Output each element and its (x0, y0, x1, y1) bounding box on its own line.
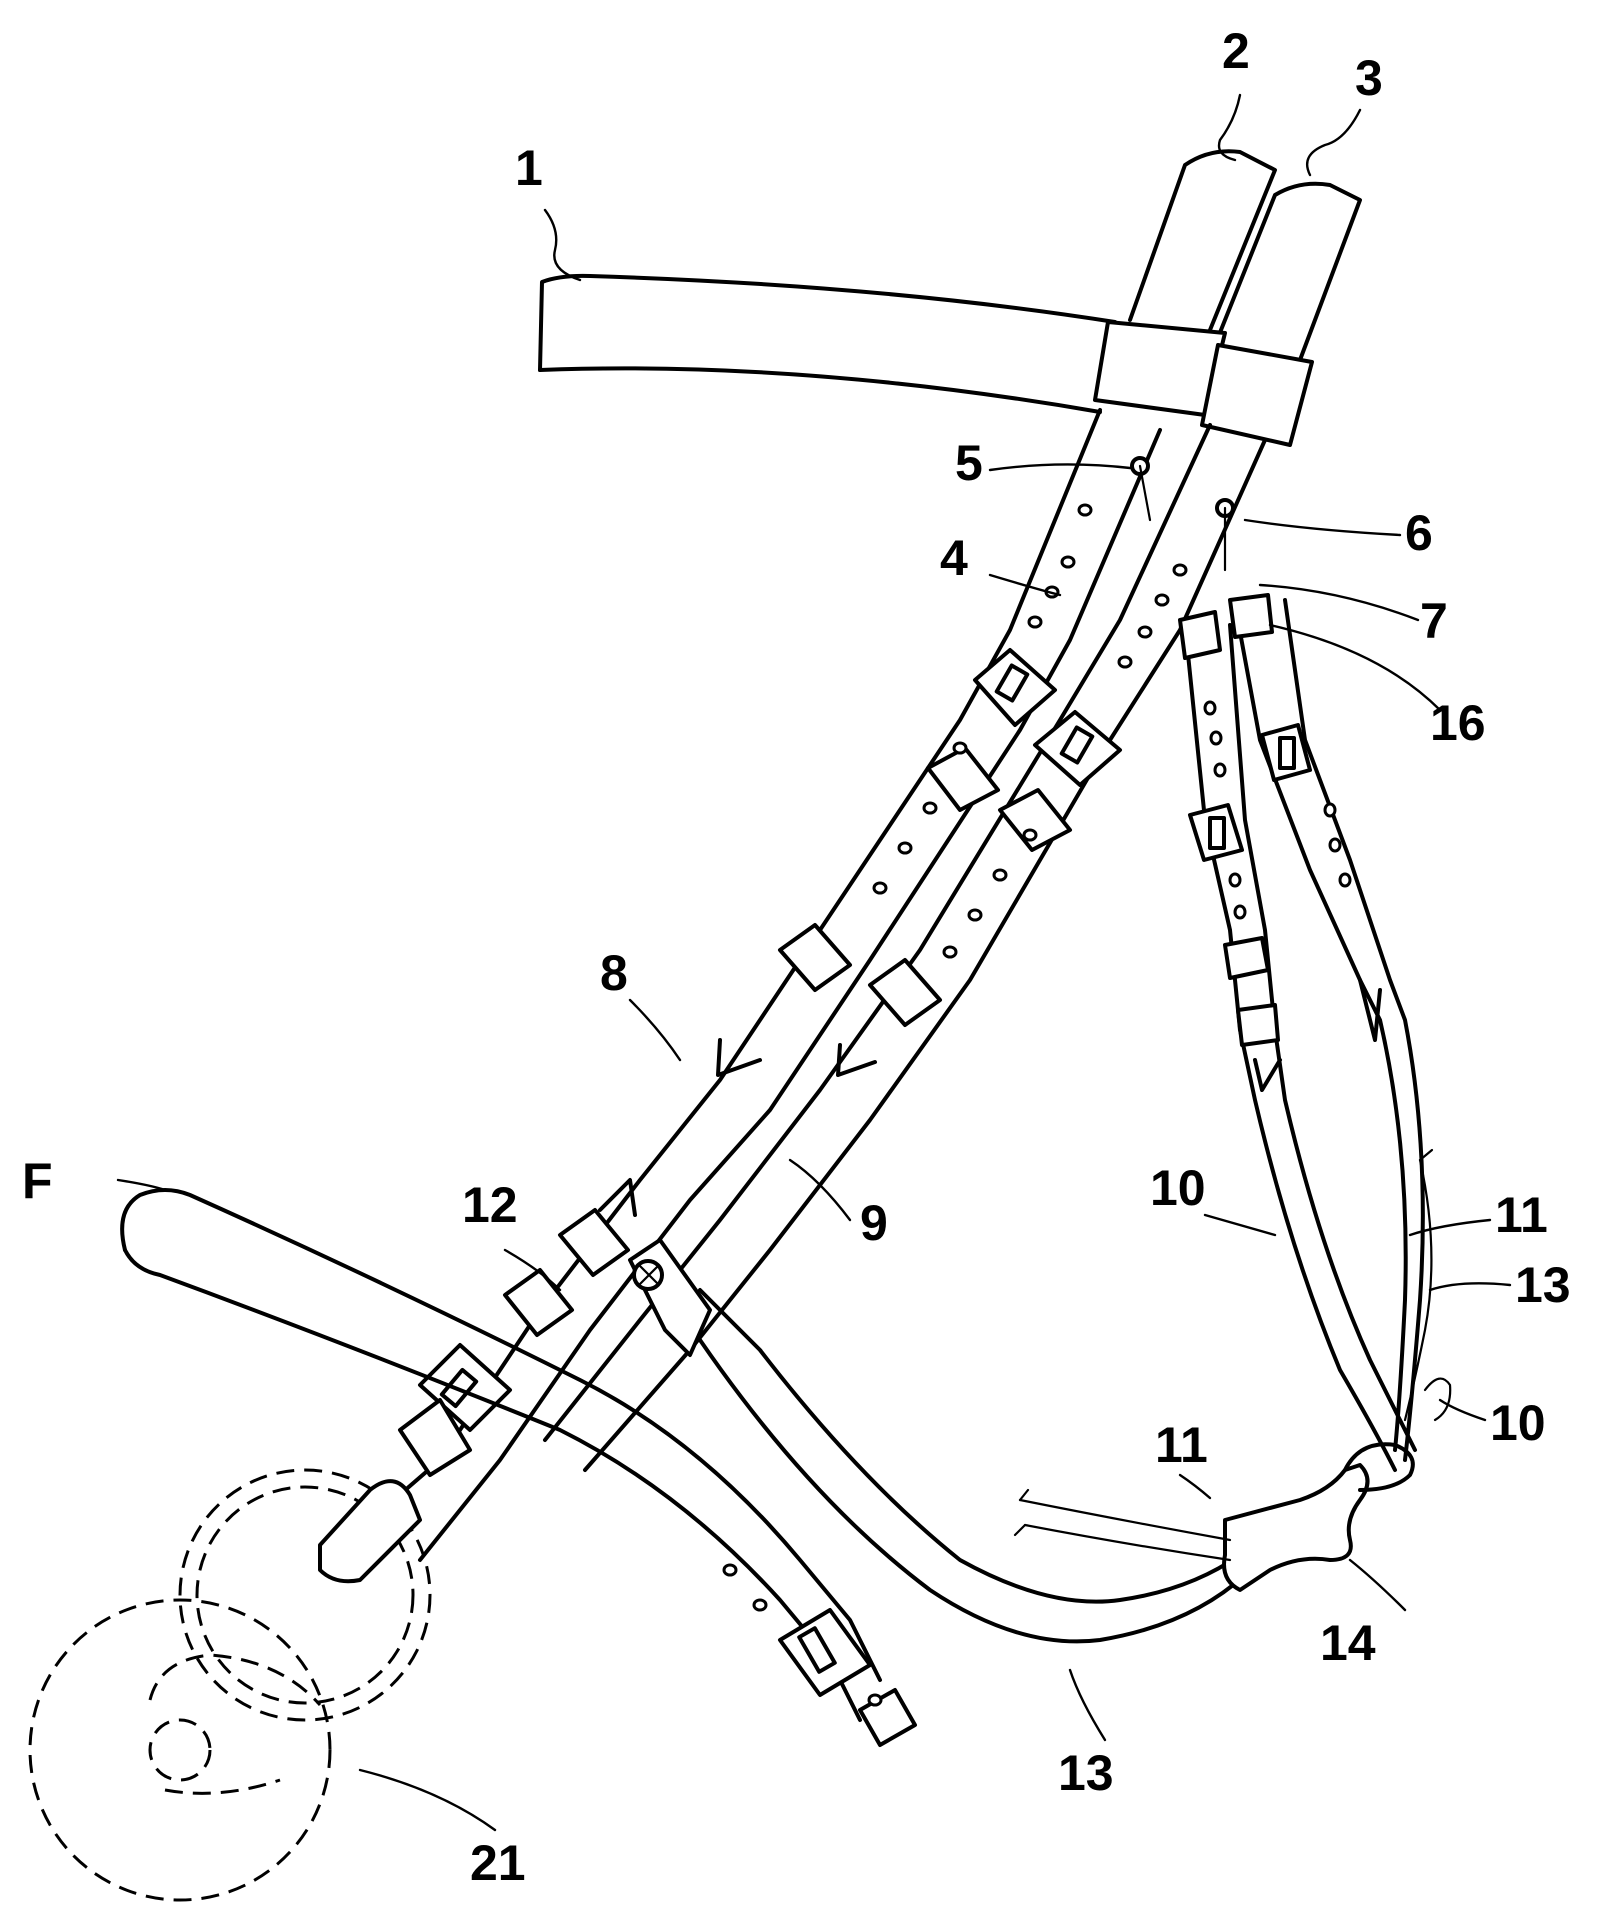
cheek-buckle-upper-left (975, 650, 1055, 725)
label-9: 9 (860, 1195, 888, 1251)
strap-ends-11-13 (1015, 1150, 1450, 1560)
label-F: F (22, 1153, 53, 1209)
chin-connector-14 (1224, 1444, 1413, 1590)
crown-piece-2 (1130, 151, 1275, 330)
cheek-buckle-upper-right (1035, 712, 1120, 785)
crown-keepers (1095, 322, 1312, 445)
label-12: 12 (462, 1177, 518, 1233)
label-3: 3 (1355, 50, 1383, 106)
label-21: 21 (470, 1835, 526, 1891)
label-13-right: 13 (1515, 1257, 1571, 1313)
label-8: 8 (600, 945, 628, 1001)
label-4: 4 (940, 530, 968, 586)
headpiece-strap (540, 276, 1115, 412)
label-5: 5 (955, 435, 983, 491)
cheek-keepers (505, 748, 1070, 1335)
label-7: 7 (1420, 593, 1448, 649)
browband-F (122, 1190, 915, 1745)
label-6: 6 (1405, 505, 1433, 561)
rivets (1132, 458, 1233, 570)
cheek-strap-6-9 (545, 425, 1265, 1470)
crown-piece-3 (1215, 184, 1360, 360)
label-11-lower: 11 (1155, 1417, 1208, 1473)
label-1: 1 (515, 140, 543, 196)
noseband-13 (630, 1240, 1245, 1641)
cheek-strap-tips (600, 1040, 875, 1215)
label-10-upper: 10 (1150, 1160, 1206, 1216)
cheek-strap-holes (874, 505, 1186, 957)
label-13-lower: 13 (1058, 1745, 1114, 1801)
inner-strap-buckles (1190, 725, 1310, 1045)
label-16: 16 (1430, 695, 1486, 751)
label-11-upper: 11 (1495, 1187, 1548, 1243)
label-10-right: 10 (1490, 1395, 1546, 1451)
bit-cheek-end (320, 1481, 420, 1581)
inner-strap-keepers (1180, 595, 1272, 658)
label-2: 2 (1222, 23, 1250, 79)
label-14: 14 (1320, 1615, 1376, 1671)
lower-cheek-buckle (400, 1345, 510, 1475)
